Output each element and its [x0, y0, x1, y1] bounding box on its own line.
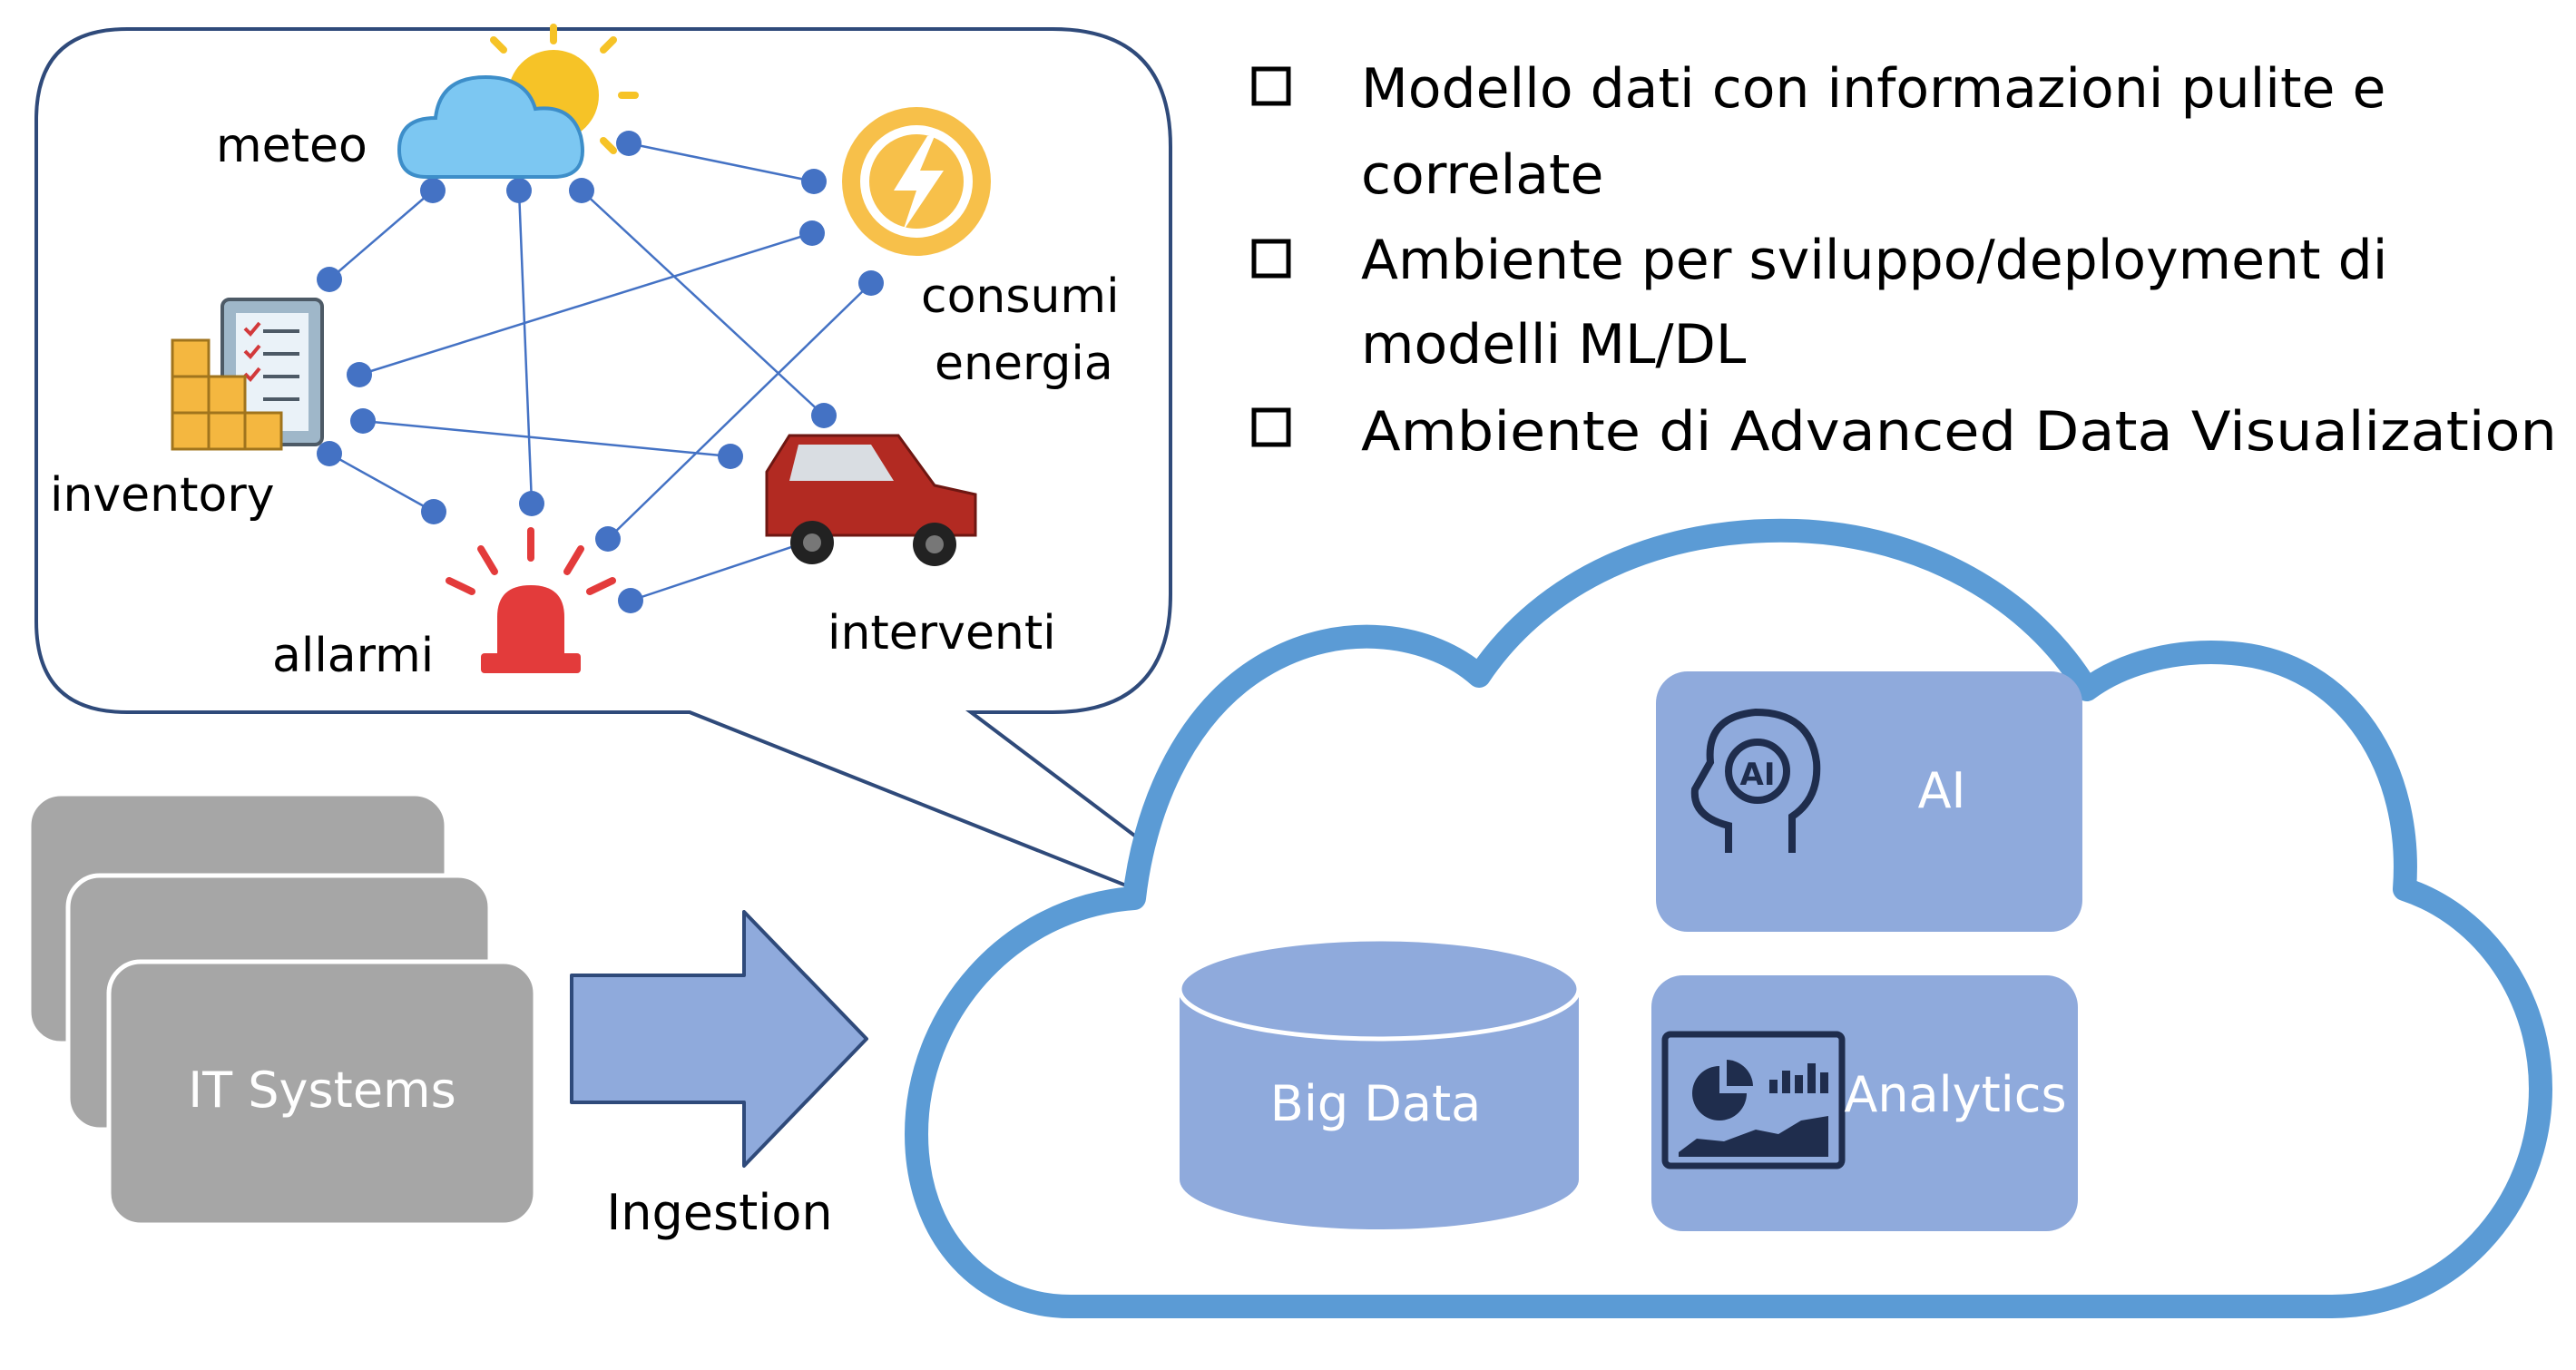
node [317, 267, 342, 292]
edge [328, 452, 435, 514]
node [718, 444, 743, 469]
node [519, 491, 544, 516]
node [618, 588, 643, 613]
bullet-text: correlate [1361, 143, 1603, 207]
it-systems-stack [26, 791, 538, 1228]
label-energia: energia [935, 337, 1113, 391]
node [799, 220, 825, 246]
ai-icon-text: AI [1740, 757, 1776, 793]
label-consumi: consumi [921, 269, 1120, 324]
edge [628, 142, 815, 183]
node [595, 526, 621, 552]
ai-label: AI [1918, 762, 1966, 819]
bullet-text: modelli ML/DL [1361, 313, 1747, 377]
edge [328, 190, 434, 280]
edge [358, 231, 813, 377]
edge [630, 540, 808, 602]
it-systems-label: IT Systems [188, 1062, 456, 1119]
ingestion-arrow [570, 910, 868, 1168]
bullet-list: Modello dati con informazioni pulite e c… [1251, 57, 2557, 464]
network-edges [328, 142, 872, 602]
label-meteo: meteo [216, 119, 367, 173]
bullet-text: Ambiente per sviluppo/deployment di [1361, 229, 2387, 292]
node [421, 499, 446, 524]
node [569, 178, 594, 203]
checkbox-icon [1251, 407, 1291, 447]
ai-head-icon [1690, 708, 1821, 853]
edge [581, 190, 825, 416]
bullet-text: Modello dati con informazioni pulite e [1361, 57, 2385, 121]
edge [517, 190, 534, 504]
node [506, 178, 532, 203]
node [858, 270, 884, 296]
big-data-label: Big Data [1270, 1075, 1481, 1132]
weather-icon [397, 24, 639, 179]
node [317, 441, 342, 466]
big-data-cylinder [1177, 936, 1582, 1229]
label-allarmi: allarmi [272, 629, 434, 683]
node [801, 169, 827, 194]
checkbox-icon [1251, 239, 1291, 279]
alarm-icon [446, 527, 616, 673]
label-inventory: inventory [50, 468, 274, 523]
node [811, 403, 837, 428]
inventory-icon [171, 298, 324, 451]
edge [362, 419, 731, 458]
checkbox-icon [1251, 66, 1291, 106]
edge [607, 282, 872, 540]
vehicle-icon [765, 434, 977, 566]
label-interventi: interventi [828, 606, 1056, 661]
node [350, 408, 376, 434]
lightning-icon [842, 107, 991, 256]
dashboard-icon [1661, 1031, 1846, 1169]
node [420, 178, 446, 203]
ai-box [1656, 671, 2082, 932]
node [347, 362, 372, 387]
ingestion-label: Ingestion [606, 1184, 832, 1241]
bullet-text: Ambiente di Advanced Data Visualization [1361, 400, 2557, 464]
node [616, 131, 642, 156]
analytics-label: Analytics [1844, 1066, 2066, 1123]
